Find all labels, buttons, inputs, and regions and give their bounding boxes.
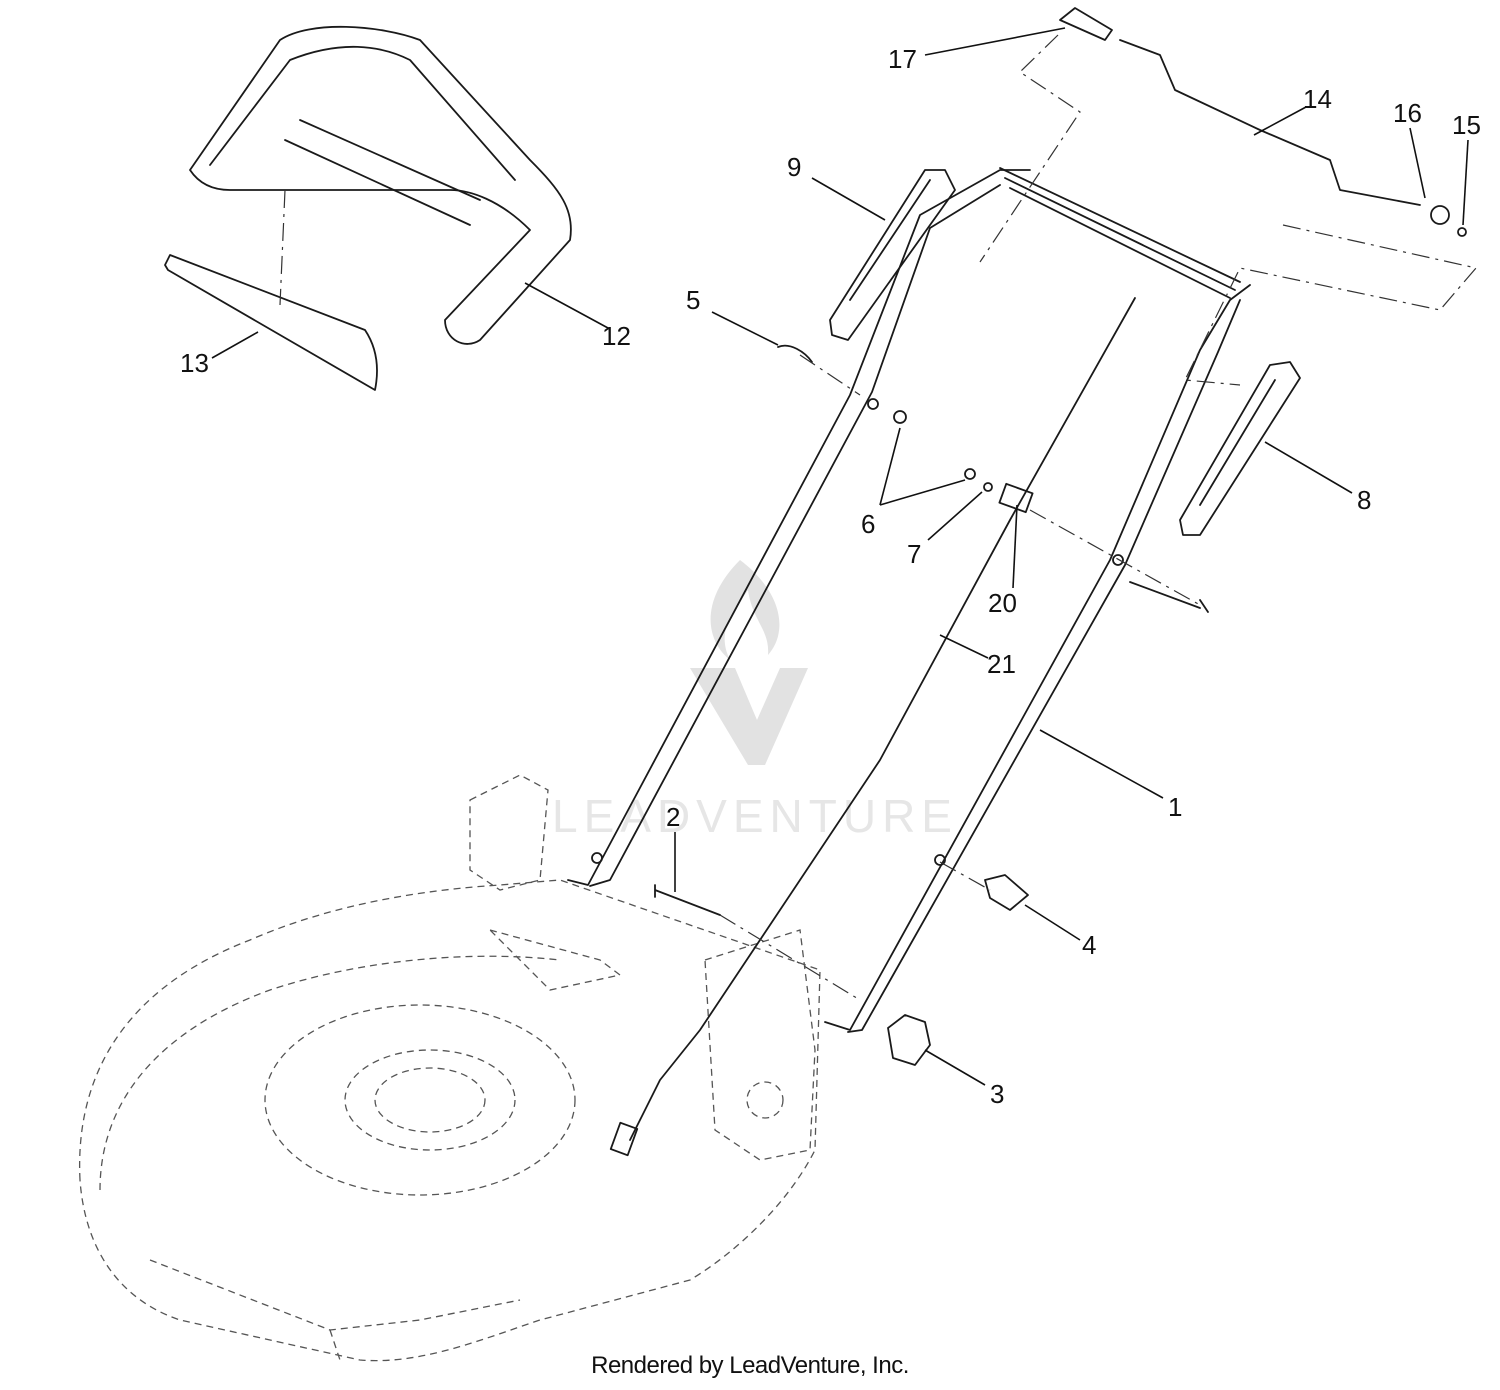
callout-6: 6: [861, 509, 875, 539]
callout-5: 5: [686, 285, 700, 315]
callout-3: 3: [990, 1079, 1004, 1109]
callout-16: 16: [1393, 98, 1422, 128]
callout-14: 14: [1303, 84, 1332, 114]
cable-21: [609, 297, 1136, 1157]
cable-14: [1059, 7, 1467, 237]
callout-7: 7: [907, 539, 921, 569]
callout-9: 9: [787, 152, 801, 182]
callout-15: 15: [1452, 110, 1481, 140]
callout-13: 13: [180, 348, 209, 378]
callout-1: 1: [1168, 792, 1182, 822]
flame-icon: [710, 560, 780, 660]
v-mark-icon: [690, 668, 808, 765]
callout-17: 17: [888, 44, 917, 74]
watermark-text: LEADVENTURE: [552, 790, 958, 842]
pad-13: [164, 254, 378, 391]
leader-lines: [211, 27, 1469, 1086]
callout-8: 8: [1357, 485, 1371, 515]
footer-credit: Rendered by LeadVenture, Inc.: [591, 1352, 909, 1379]
control-bar-12: [189, 25, 572, 345]
mower-deck: [78, 774, 821, 1362]
handle-grip-8: [1179, 361, 1301, 536]
handle-grip-9: [829, 169, 956, 341]
callout-labels: 1 2 3 4 5 6 7 8 9 12 13 14 15 16 17 20 2…: [180, 44, 1481, 1109]
callout-12: 12: [602, 321, 631, 351]
callout-21: 21: [987, 649, 1016, 679]
hardware: [654, 344, 1209, 1066]
callout-2: 2: [666, 802, 680, 832]
callout-4: 4: [1082, 930, 1096, 960]
watermark-logo: LEADVENTURE: [552, 560, 958, 842]
callout-20: 20: [988, 588, 1017, 618]
centerlines: [279, 34, 1478, 1001]
handle-assembly: [567, 167, 1251, 1033]
